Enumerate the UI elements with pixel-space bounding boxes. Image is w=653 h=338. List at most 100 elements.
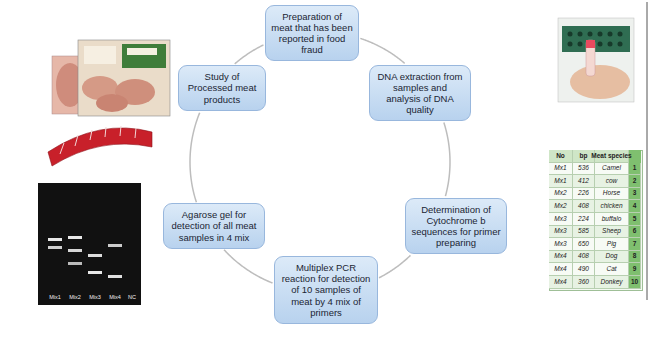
table-header: Meat species — [595, 150, 629, 163]
dna-tube-photo-part — [618, 42, 623, 47]
table-cell: 408 — [573, 251, 595, 264]
table-text: Donkey — [600, 279, 622, 286]
table-cell: Mx4 — [549, 276, 573, 289]
table-text: chicken — [600, 203, 622, 210]
step-text: Agarose gel for detection of all meat sa… — [169, 209, 259, 242]
lane-label: Mix4 — [109, 294, 121, 300]
table-text: 585 — [578, 228, 589, 235]
table-cell: Mx2 — [549, 200, 573, 213]
table-text: Cat — [606, 266, 616, 273]
process-box: Preparation of meat that has been report… — [265, 5, 359, 61]
table-cell: Mx1 — [549, 175, 573, 188]
cycle-connector — [235, 45, 264, 64]
gel-image-part — [48, 246, 62, 249]
table-text: Mx2 — [554, 190, 566, 197]
gel-image-part — [48, 238, 62, 241]
dna-tube-photo-part — [562, 26, 630, 52]
table-cell: 408 — [573, 200, 595, 213]
process-box: Multiplex PCR reaction for detection of … — [274, 256, 378, 324]
process-box: DNA extraction from samples and analysis… — [369, 65, 471, 121]
processed-meat-photo-part — [84, 46, 116, 64]
dna-tube-photo-part — [570, 65, 630, 99]
table-text: 360 — [578, 279, 589, 286]
table-text: Meat species — [591, 153, 631, 160]
step-text: Study of Processed meat products — [184, 71, 260, 104]
table-cell: Mx4 — [549, 251, 573, 264]
cycle-connector — [224, 250, 272, 283]
table-text: Sheep — [602, 228, 621, 235]
row-number: 3 — [629, 188, 641, 201]
dna-tube-photo-part — [588, 32, 593, 37]
table-text: 3 — [633, 190, 637, 197]
lane-label: Mix1 — [49, 294, 61, 300]
dna-tube-photo-part — [578, 32, 583, 37]
row-number: 2 — [629, 175, 641, 188]
gel-image-part — [88, 271, 102, 274]
row-number: 9 — [629, 263, 641, 276]
step-text: Determination of Cytochrome b sequences … — [411, 204, 501, 248]
table-cell: 585 — [573, 226, 595, 239]
table-cell: Mx3 — [549, 238, 573, 251]
table-cell: Camel — [595, 163, 629, 176]
table-text: 490 — [578, 266, 589, 273]
table-cell: buffalo — [595, 213, 629, 226]
gel-image-part — [88, 254, 102, 257]
table-text: Mx4 — [554, 253, 566, 260]
table-text: cow — [606, 178, 618, 185]
cycle-connector — [190, 113, 200, 203]
processed-meat-photo-part — [48, 128, 152, 166]
row-number: 10 — [629, 276, 641, 289]
table-cell: 224 — [573, 213, 595, 226]
row-number: 7 — [629, 238, 641, 251]
table-cell: 412 — [573, 175, 595, 188]
dna-tube-photo — [558, 18, 634, 102]
processed-meat-photo-part — [78, 40, 170, 116]
table-text: Mx1 — [554, 178, 566, 185]
dna-tube-photo-part — [578, 42, 583, 47]
table-text: No — [556, 153, 565, 160]
process-box: Study of Processed meat products — [178, 65, 266, 110]
dna-tube-photo-part — [586, 40, 595, 48]
processed-meat-photo-part — [122, 44, 166, 68]
table-cell: Mx4 — [549, 263, 573, 276]
table-cell: 490 — [573, 263, 595, 276]
table-text: 412 — [578, 178, 589, 185]
table-text: 536 — [578, 165, 589, 172]
table-text: 6 — [633, 228, 637, 235]
table-cell: 226 — [573, 188, 595, 201]
table-cell: Dog — [595, 251, 629, 264]
table-cell: Mx2 — [549, 188, 573, 201]
row-number: 1 — [629, 163, 641, 176]
dna-tube-photo-part — [568, 32, 573, 37]
table-text: 7 — [633, 241, 637, 248]
row-number: 5 — [629, 213, 641, 226]
table-text: buffalo — [602, 216, 622, 223]
table-text: Mx1 — [554, 165, 566, 172]
table-text: Horse — [603, 190, 620, 197]
dna-tube-photo-part — [558, 18, 634, 102]
table-cell: 536 — [573, 163, 595, 176]
step-text: DNA extraction from samples and analysis… — [375, 71, 465, 115]
table-text: bp — [580, 153, 588, 160]
table-cell: Cat — [595, 263, 629, 276]
dna-tube-photo-part — [608, 42, 613, 47]
gel-image-part — [38, 183, 141, 305]
table-text: 408 — [578, 203, 589, 210]
lane-label: NC — [128, 294, 136, 300]
table-text: Camel — [602, 165, 621, 172]
table-cell: Horse — [595, 188, 629, 201]
table-text: 10 — [631, 279, 638, 286]
cycle-connector — [444, 123, 450, 197]
processed-meat-photo-part — [127, 48, 157, 55]
dna-tube-photo-part — [608, 32, 613, 37]
processed-meat-photo — [48, 40, 170, 166]
table-text: 5 — [633, 216, 637, 223]
dna-tube-photo-part — [598, 42, 603, 47]
table-cell: cow — [595, 175, 629, 188]
step-text: Multiplex PCR reaction for detection of … — [280, 262, 372, 318]
table-text: 650 — [578, 241, 589, 248]
dna-tube-photo-part — [598, 32, 603, 37]
step-text: Preparation of meat that has been report… — [271, 11, 353, 55]
process-box: Agarose gel for detection of all meat sa… — [163, 203, 265, 248]
